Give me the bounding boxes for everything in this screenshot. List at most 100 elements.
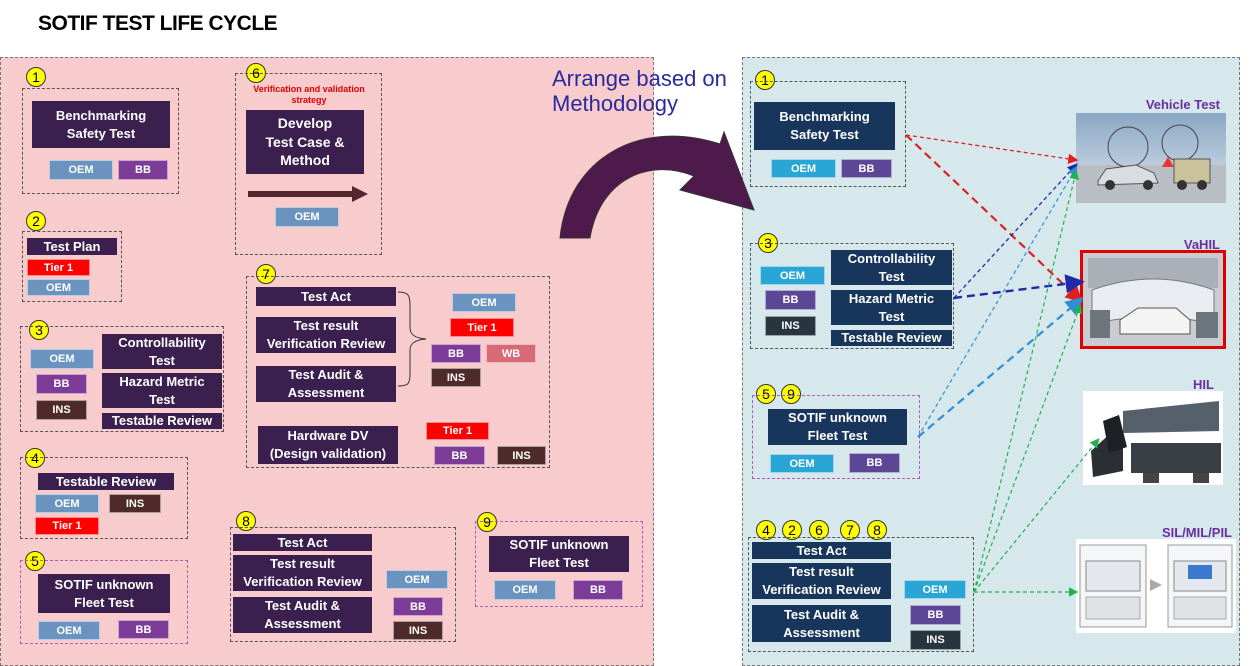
group-sotif-fleet bbox=[20, 560, 188, 644]
test-act-box: Test Act bbox=[752, 542, 891, 559]
arrange-curved-arrow bbox=[559, 130, 755, 239]
step-number-9: 9 bbox=[477, 512, 497, 532]
group-benchmarking bbox=[750, 81, 906, 187]
benchmarking-label: Benchmarking bbox=[779, 109, 870, 125]
oem-tag: OEM bbox=[452, 293, 516, 312]
oem-tag: OEM bbox=[770, 454, 834, 473]
group-controllability bbox=[20, 326, 224, 432]
bb-tag: BB bbox=[36, 374, 87, 394]
sil-mil-pil-caption: SIL/MIL/PIL bbox=[1161, 525, 1232, 540]
arrow-execution-to-vehicle bbox=[973, 169, 1079, 593]
step-number-9: 9 bbox=[781, 384, 801, 404]
step-number-3: 3 bbox=[29, 320, 49, 340]
ins-tag: INS bbox=[497, 446, 546, 465]
group-testable-review bbox=[20, 457, 188, 539]
develop-test-case-box: Develop Test Case & Method bbox=[246, 110, 364, 174]
controllability-test-box: Controllability Test bbox=[831, 250, 952, 285]
bb-tag: BB bbox=[841, 159, 892, 178]
test-result-review-box: Test result Verification Review bbox=[256, 317, 396, 353]
group-test-execution bbox=[246, 276, 550, 468]
group-sotif-fleet-2 bbox=[475, 521, 643, 607]
step-number-6: 6 bbox=[809, 520, 829, 540]
bb-tag: BB bbox=[431, 344, 481, 363]
develop-label: Develop bbox=[277, 114, 333, 131]
page-title: SOTIF TEST LIFE CYCLE bbox=[38, 12, 278, 35]
step-number-4: 4 bbox=[756, 520, 776, 540]
bb-tag: BB bbox=[118, 160, 168, 180]
vahil-image bbox=[1080, 250, 1226, 349]
step-number-5: 5 bbox=[756, 384, 776, 404]
arrow-execution-to-vahil bbox=[973, 303, 1082, 593]
arrow-benchmarking-to-vehicle bbox=[905, 134, 1079, 165]
bb-tag: BB bbox=[765, 290, 816, 310]
benchmarking-safety-test-box: Benchmarking Safety Test bbox=[754, 102, 895, 150]
ins-tag: INS bbox=[393, 621, 443, 640]
ins-tag: INS bbox=[765, 316, 816, 336]
step-number-1: 1 bbox=[26, 67, 46, 87]
vehicle-test-image bbox=[1076, 113, 1226, 203]
group-benchmarking bbox=[22, 88, 179, 194]
hazard-metric-test-box: Hazard Metric Test bbox=[831, 290, 952, 325]
step-number-7: 7 bbox=[256, 264, 276, 284]
oem-tag: OEM bbox=[771, 159, 836, 178]
testable-review-box: Testable Review bbox=[102, 413, 222, 429]
sotif-fleet-test-box: SOTIF unknown Fleet Test bbox=[768, 409, 907, 445]
step-number-2: 2 bbox=[782, 520, 802, 540]
bb-tag: BB bbox=[118, 620, 169, 639]
vehicle-test-caption: Vehicle Test bbox=[1145, 97, 1220, 112]
test-result-review-box: Test result Verification Review bbox=[233, 555, 372, 591]
arrow-fleet-to-vehicle bbox=[917, 165, 1078, 438]
bb-tag: BB bbox=[393, 597, 443, 616]
safety-test-label: Safety Test bbox=[66, 125, 136, 141]
tier1-tag: Tier 1 bbox=[35, 517, 99, 535]
hardware-dv-box: Hardware DV (Design validation) bbox=[258, 426, 398, 464]
group-develop bbox=[235, 73, 382, 255]
bb-tag: BB bbox=[434, 446, 485, 465]
test-case-method-label: Test Case & Method bbox=[265, 133, 345, 169]
arrow-controllability-to-vahil bbox=[953, 274, 1085, 300]
step-number-5: 5 bbox=[25, 551, 45, 571]
testable-review-box: Testable Review bbox=[831, 330, 952, 346]
oem-tag: OEM bbox=[275, 207, 339, 227]
oem-tag: OEM bbox=[35, 494, 99, 513]
test-result-review-box: Test result Verification Review bbox=[752, 563, 891, 599]
ins-tag: INS bbox=[109, 494, 161, 513]
sotif-fleet-test-box: SOTIF unknown Fleet Test bbox=[38, 574, 170, 613]
wb-tag: WB bbox=[486, 344, 536, 363]
tier1-tag: Tier 1 bbox=[426, 422, 489, 440]
test-act-box: Test Act bbox=[256, 287, 396, 306]
oem-tag: OEM bbox=[904, 580, 966, 599]
ins-tag: INS bbox=[910, 630, 961, 650]
oem-tag: OEM bbox=[494, 580, 556, 600]
group-brace bbox=[397, 291, 427, 387]
ins-tag: INS bbox=[36, 400, 87, 420]
test-plan-box: Test Plan bbox=[27, 238, 117, 255]
group-test-execution-2 bbox=[230, 527, 456, 642]
arrow-controllability-to-vehicle bbox=[953, 163, 1078, 299]
group-test-execution bbox=[748, 537, 974, 652]
benchmarking-label: Benchmarking bbox=[55, 107, 147, 123]
test-audit-box: Test Audit & Assessment bbox=[752, 605, 891, 642]
test-audit-box: Test Audit & Assessment bbox=[233, 597, 372, 633]
process-arrow bbox=[248, 186, 368, 202]
step-number-1: 1 bbox=[755, 70, 775, 90]
bb-tag: BB bbox=[573, 580, 623, 600]
vahil-caption: VaHIL bbox=[1183, 237, 1220, 252]
oem-tag: OEM bbox=[49, 160, 113, 180]
step-number-7: 7 bbox=[840, 520, 860, 540]
step-number-8: 8 bbox=[867, 520, 887, 540]
oem-tag: OEM bbox=[27, 279, 90, 296]
sotif-fleet-test-box: SOTIF unknown Fleet Test bbox=[489, 536, 629, 572]
hil-image bbox=[1083, 391, 1223, 485]
group-test-plan bbox=[22, 231, 122, 302]
tier1-tag: Tier 1 bbox=[450, 318, 514, 337]
arrow-fleet-to-vahil bbox=[917, 297, 1084, 438]
benchmarking-safety-test-box: Benchmarking Safety Test bbox=[32, 101, 170, 148]
test-act-box: Test Act bbox=[233, 534, 372, 551]
bb-tag: BB bbox=[849, 453, 900, 473]
step-number-8: 8 bbox=[236, 511, 256, 531]
step-number-2: 2 bbox=[26, 211, 46, 231]
arrange-caption: Arrange based on Methodology bbox=[552, 66, 727, 117]
step-number-4: 4 bbox=[25, 448, 45, 468]
oem-tag: OEM bbox=[760, 266, 825, 285]
